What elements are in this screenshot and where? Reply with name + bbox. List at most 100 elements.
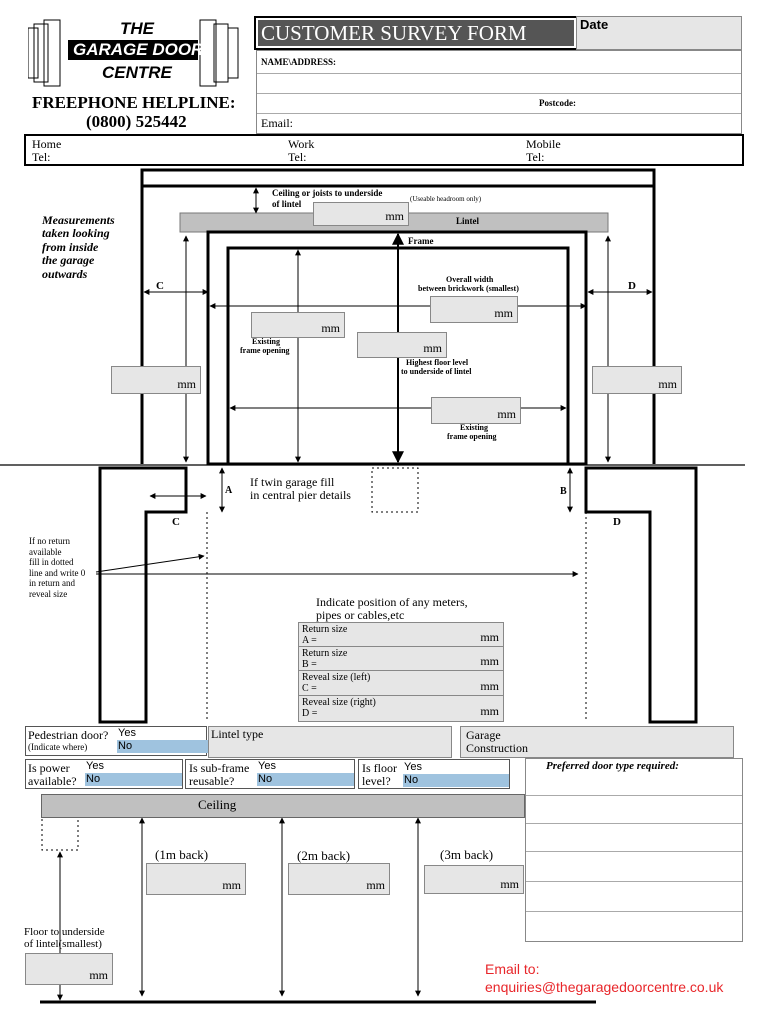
mm-unit: mm [658,377,677,391]
existing-height-label1: Existing [252,337,281,346]
highest-floor-label2: to underside of lintel [401,367,472,376]
garage-construction-field[interactable]: Garage Construction [460,726,734,758]
right-reveal-height-field[interactable]: mm [592,366,682,394]
mm-unit: mm [89,968,108,982]
lintel-type-label: Lintel type [211,727,264,741]
return-size-b-row[interactable]: Return size B = mm [298,646,504,672]
size-label: Reveal size (left) [302,672,371,683]
highest-floor-field[interactable]: mm [357,332,447,358]
left-reveal-height-field[interactable]: mm [111,366,201,394]
subframe-label2: reusable? [189,774,235,788]
mm-unit: mm [385,209,404,223]
preferred-line [526,851,742,852]
return-size-a-row[interactable]: Return size A = mm [298,622,504,648]
mm-unit: mm [222,878,241,892]
d-label-bottom: D [613,516,621,528]
reveal-size-left-row[interactable]: Reveal size (left) C = mm [298,670,504,697]
note-line: from inside [42,239,99,254]
power-no-option[interactable]: No [85,773,182,786]
logo: THE GARAGE DOOR CENTRE [28,16,248,90]
ceiling-bar: Ceiling [41,794,525,818]
note-line: Measurements [42,213,115,227]
back-2m-label: (2m back) [297,848,351,863]
size-label: A = [302,635,317,646]
size-label: C = [302,683,317,694]
ceiling-bar-label: Ceiling [198,797,237,812]
back-1m-field[interactable]: mm [146,863,246,895]
mm-unit: mm [177,377,196,391]
form-title: CUSTOMER SURVEY FORM [258,20,574,46]
pedestrian-yes-option[interactable]: Yes [118,727,136,739]
preferred-line [526,795,742,796]
note-line: in return and [29,578,75,588]
headroom-field[interactable]: mm [313,202,409,226]
home-label: Home [32,137,62,151]
back-2m-field[interactable]: mm [288,863,390,895]
twin-garage-label2: in central pier details [250,488,351,502]
note-line: fill in dotted [29,557,74,567]
mm-unit: mm [497,407,516,421]
power-label2: available? [28,774,77,788]
email-to-label: Email to: [485,961,540,977]
preferred-door-type-box[interactable]: Preferred door type required: [525,758,743,942]
address-line1 [257,73,741,74]
floor-underside-label1: Floor to underside [24,926,105,938]
address-line2 [257,93,741,94]
email-label: Email: [261,116,293,130]
subframe-no-option[interactable]: No [257,773,354,786]
name-address-label: NAME\ADDRESS: [261,57,337,67]
note-line: reveal size [29,588,68,599]
no-text: No [258,773,273,785]
meters-label2: pipes or cables,etc [316,608,405,622]
name-address-field[interactable]: NAME\ADDRESS: Postcode: Email: [256,50,742,134]
mm-unit: mm [480,630,499,644]
subframe-yes-option[interactable]: Yes [258,760,276,772]
floor-no-option[interactable]: No [403,774,509,787]
address-line3 [257,113,741,114]
logo-frame-icon [28,19,239,87]
existing-width-field[interactable]: mm [431,397,521,424]
logo-line2: GARAGE DOOR [73,40,204,59]
existing-height-field[interactable]: mm [251,312,345,338]
back-3m-field[interactable]: mm [424,865,524,894]
lintel-type-field[interactable]: Lintel type [208,726,452,758]
mm-unit: mm [480,679,499,693]
note-line: the garage [42,253,95,268]
mobile-tel-label[interactable]: Tel: [526,150,545,164]
mm-unit: mm [423,341,442,355]
mm-unit: mm [480,654,499,668]
measurements-note: Measurements taken looking from inside t… [42,213,115,281]
note-line: available [29,546,62,557]
power-yes-option[interactable]: Yes [86,760,104,772]
date-field[interactable]: Date [576,16,742,50]
work-tel-label[interactable]: Tel: [288,150,307,164]
size-label: Return size [302,648,348,659]
home-tel-label[interactable]: Tel: [32,150,51,164]
floor-yes-option[interactable]: Yes [404,761,422,773]
garage-construction-label2: Construction [466,741,528,755]
mobile-label: Mobile [526,137,561,151]
floor-level-label1: Is floor [362,761,397,775]
mm-unit: mm [480,704,499,718]
email-address-link[interactable]: enquiries@thegaragedoorcentre.co.uk [485,979,724,995]
reveal-size-right-row[interactable]: Reveal size (right) D = mm [298,695,504,722]
form-title-box: CUSTOMER SURVEY FORM [254,16,578,50]
overall-width-label1: Overall width [446,275,494,284]
floor-underside-field[interactable]: mm [25,953,113,985]
floor-underside-label2: of lintel(smallest) [24,938,102,950]
floor-level-label2: level? [362,774,391,788]
logo-line3: CENTRE [102,63,172,82]
highest-floor-label1: Highest floor level [406,358,469,367]
mm-unit: mm [366,878,385,892]
pedestrian-no-option[interactable]: No [117,740,208,753]
helpline-number: (0800) 525442 [86,112,187,131]
lintel-label: Lintel [456,216,480,226]
logo-line1: THE [120,19,154,38]
no-text: No [86,773,101,785]
helpline-label: FREEPHONE HELPLINE: [32,93,236,112]
postcode-label: Postcode: [539,98,576,108]
power-label1: Is power [28,761,70,775]
overall-width-field[interactable]: mm [430,296,518,323]
existing-height-label2: frame opening [240,346,290,355]
c-label-bottom: C [172,516,180,528]
